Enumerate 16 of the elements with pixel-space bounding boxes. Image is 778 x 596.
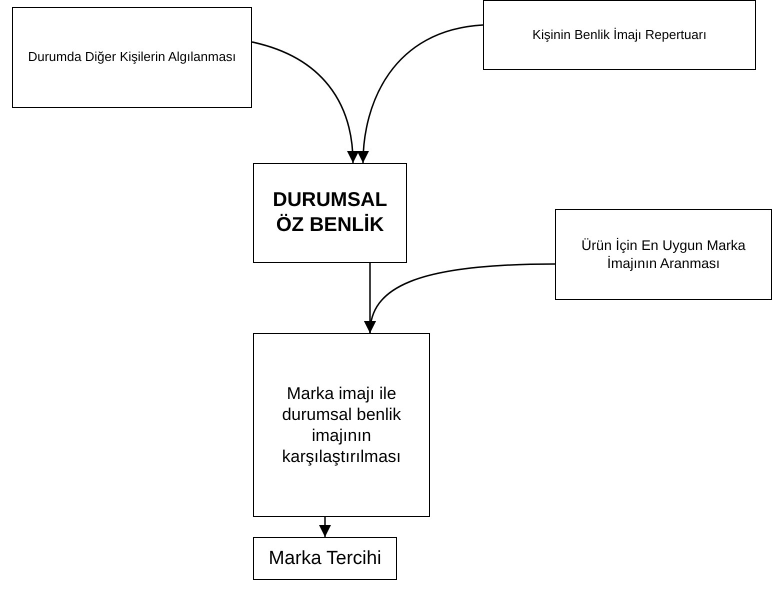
arrow [319, 517, 331, 537]
process-box [253, 163, 407, 263]
box-text: Marka imajı ile durumsal benlik imajının karşılaştırılması [280, 382, 402, 468]
box-text: Kişinin Benlik İmajı Repertuarı [532, 26, 707, 44]
process-box [555, 209, 772, 300]
process-box [253, 537, 397, 580]
arrow [252, 41, 358, 164]
arrow [358, 24, 484, 164]
process-box [12, 7, 252, 108]
box-text: Marka Tercihi [268, 546, 382, 570]
box-text: Ürün İçin En Uygun Marka İmajının Aranması [580, 237, 747, 272]
arrow [365, 263, 556, 334]
box-text: DURUMSAL ÖZ BENLİK [272, 188, 388, 238]
process-box [253, 333, 430, 517]
box-text: Durumda Diğer Kişilerin Algılanması [28, 49, 236, 66]
process-box [483, 0, 756, 70]
